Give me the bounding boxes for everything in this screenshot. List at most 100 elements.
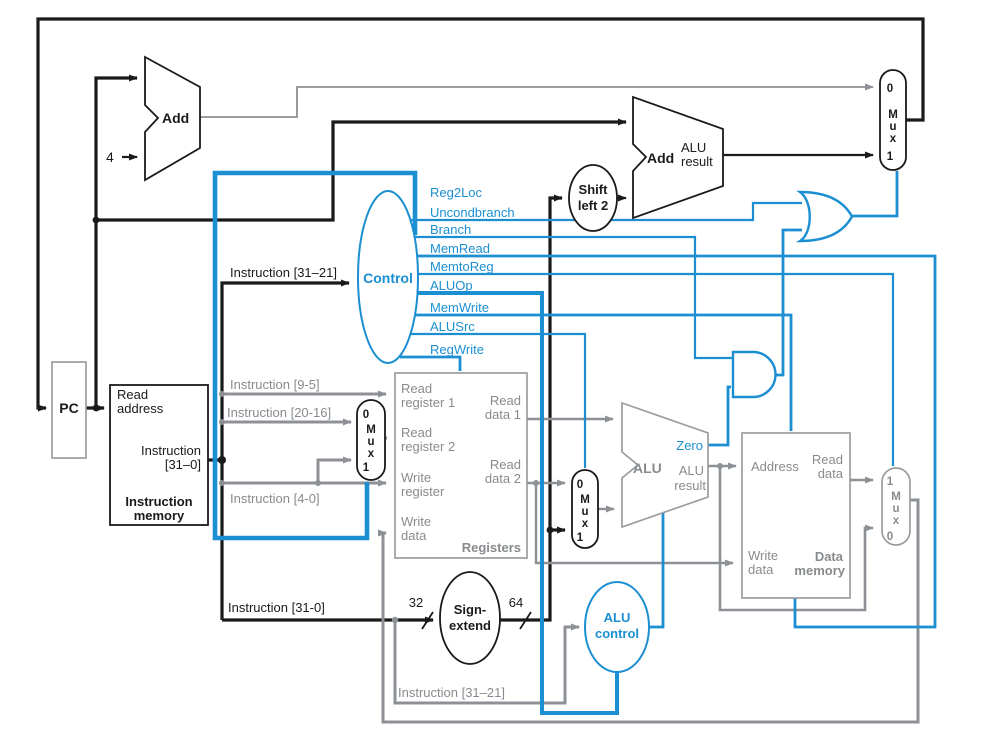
reg-wra: Write xyxy=(401,470,431,485)
wire-regwrite xyxy=(400,355,462,371)
pc-label: PC xyxy=(59,400,78,416)
alucontrol-label1: ALU xyxy=(604,610,631,625)
four-label: 4 xyxy=(106,149,114,165)
wire-instr-4-0-branch xyxy=(316,456,352,483)
alucontrol-label2: control xyxy=(595,626,639,641)
wire-memtoreg xyxy=(413,272,895,466)
wire-write-back xyxy=(378,498,920,724)
registers-box xyxy=(394,372,528,559)
signal-aluop: ALUOp xyxy=(430,278,473,293)
wire-instr-31-21-alucontrol xyxy=(393,620,580,705)
alu-result-label2: result xyxy=(674,478,706,493)
signext-label1: Sign- xyxy=(454,602,487,617)
imem-instruction: Instruction xyxy=(141,443,201,458)
wire-next-pc-loop xyxy=(36,17,925,412)
label-width-32: 32 xyxy=(409,595,423,610)
reg-rd1b: data 1 xyxy=(485,407,521,422)
wire-memwrite xyxy=(412,313,793,431)
control-oval xyxy=(357,190,419,364)
imem-address: address xyxy=(117,401,164,416)
reg-wrb: register xyxy=(401,484,445,499)
pc-box xyxy=(51,361,87,459)
reg2loc-mux-1: 1 xyxy=(363,462,370,474)
dmem-wd1: Write xyxy=(748,548,778,563)
wire-pc-to-add xyxy=(94,74,138,408)
signext-label2: extend xyxy=(449,618,491,633)
wire-and-out xyxy=(775,228,802,377)
junction-dots xyxy=(92,216,723,624)
label-instr-20-16: Instruction [20-16] xyxy=(227,405,331,420)
reg-rd2a: Read xyxy=(490,457,521,472)
wire-branch xyxy=(410,235,732,360)
add-branch-alu-result2: result xyxy=(681,154,713,169)
wire-read-data2-to-dmem xyxy=(534,483,734,567)
wire-alu-result-loop xyxy=(718,466,874,612)
signal-memtoreg: MemtoReg xyxy=(430,259,494,274)
data-memory-box xyxy=(741,432,851,599)
wire-or-out xyxy=(851,171,899,218)
alusrc-mux-m: M xyxy=(580,494,590,506)
control-label: Control xyxy=(363,270,413,286)
label-instr-31-21: Instruction [31–21] xyxy=(230,265,337,280)
sign-extend-oval xyxy=(439,571,501,665)
pcsrc-mux-1: 1 xyxy=(887,151,894,163)
imem-title2: memory xyxy=(134,508,185,523)
signal-regwrite: RegWrite xyxy=(430,342,484,357)
pcsrc-mux-x: x xyxy=(890,133,897,145)
dmem-rd1: Read xyxy=(812,452,843,467)
dmem-rd2: data xyxy=(818,466,844,481)
wire-memread xyxy=(412,254,937,629)
registers-title: Registers xyxy=(462,540,521,555)
wire-alucontrol-out xyxy=(648,512,665,629)
reg-wda: Write xyxy=(401,514,431,529)
memtoreg-mux-x: x xyxy=(893,515,900,527)
pcsrc-mux-0: 0 xyxy=(887,83,893,95)
shift-label1: Shift xyxy=(579,182,609,197)
signal-branch: Branch xyxy=(430,222,471,237)
reg-wdb: data xyxy=(401,528,427,543)
add-pc4-alu xyxy=(144,55,201,182)
signal-memread: MemRead xyxy=(430,241,490,256)
add-branch-alu xyxy=(632,95,724,220)
dmem-title2: memory xyxy=(794,563,845,578)
memtoreg-mux-1: 1 xyxy=(887,476,894,488)
dmem-wd2: data xyxy=(748,562,774,577)
alu-result-label1: ALU xyxy=(679,463,704,478)
imem-title1: Instruction xyxy=(125,494,192,509)
slash-32 xyxy=(421,611,434,630)
reg-rr2b: register 2 xyxy=(401,439,455,454)
alusrc-mux xyxy=(571,469,599,549)
label-instr-31-21-bottom: Instruction [31–21] xyxy=(398,685,505,700)
alusrc-mux-x: x xyxy=(582,518,589,530)
imem-read: Read xyxy=(117,387,148,402)
label-instr-9-5: Instruction [9-5] xyxy=(230,377,320,392)
label-instr-4-0: Instruction [4-0] xyxy=(230,491,320,506)
pcsrc-mux-u: u xyxy=(889,121,896,133)
reg-rd2b: data 2 xyxy=(485,471,521,486)
or-gate xyxy=(795,190,854,243)
signal-reg2loc: Reg2Loc xyxy=(430,185,483,200)
signal-uncondbranch: Uncondbranch xyxy=(430,205,515,220)
imem-range: [31–0] xyxy=(165,457,201,472)
signal-memwrite: MemWrite xyxy=(430,300,489,315)
shift-label2: left 2 xyxy=(578,198,608,213)
wire-instr-spine xyxy=(220,279,350,620)
wire-add1-out xyxy=(200,83,874,118)
pcsrc-mux-m: M xyxy=(888,109,898,121)
wire-zero xyxy=(708,385,731,447)
wire-reg2loc xyxy=(212,170,418,541)
memtoreg-mux-0: 0 xyxy=(887,531,893,543)
memtoreg-mux-u: u xyxy=(892,503,899,515)
add-pc4-label: Add xyxy=(162,110,189,126)
reg-rd1a: Read xyxy=(490,393,521,408)
signal-alusrc: ALUSrc xyxy=(430,319,475,334)
reg2loc-mux-0: 0 xyxy=(363,409,369,421)
reg2loc-mux-m: M xyxy=(366,424,376,436)
pcsrc-mux xyxy=(879,69,907,171)
main-alu xyxy=(621,401,709,529)
wires xyxy=(36,17,937,724)
alusrc-mux-0: 0 xyxy=(577,479,583,491)
memtoreg-mux-m: M xyxy=(891,491,901,503)
label-width-64: 64 xyxy=(509,595,523,610)
